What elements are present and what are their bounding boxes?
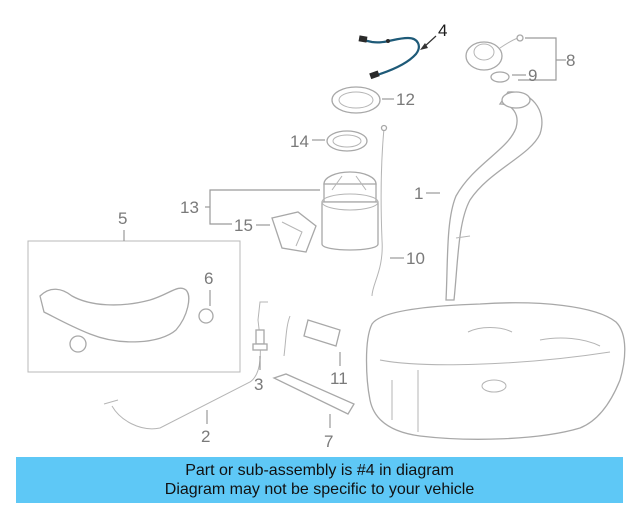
callout-15-label: 15: [234, 216, 253, 235]
part-10-vent-line[interactable]: [371, 124, 388, 297]
callout-2-label: 2: [201, 427, 210, 446]
callout-8: 8: [518, 37, 575, 81]
callout-8-label: 8: [566, 51, 575, 70]
parts-diagram: 4 8 9 12 14: [27, 21, 626, 451]
callout-7: 7: [324, 414, 333, 451]
part-1-filler-neck[interactable]: [445, 91, 543, 301]
callout-11: 11: [330, 352, 348, 388]
callout-2: 2: [201, 410, 210, 446]
callout-3-label: 3: [254, 375, 263, 394]
part-14-gasket[interactable]: [326, 130, 368, 152]
part-15-sender-bracket[interactable]: [271, 211, 317, 253]
callout-9: 9: [512, 66, 537, 85]
part-7-shield-plate[interactable]: [272, 373, 355, 415]
part-4-sensor-harness[interactable]: [358, 35, 420, 80]
callout-1: 1: [414, 184, 440, 203]
banner-line-1: Part or sub-assembly is #4 in diagram: [185, 462, 454, 479]
callout-10: 10: [390, 249, 425, 268]
callout-11-label: 11: [330, 369, 348, 388]
part-11-fuel-filter[interactable]: [283, 315, 341, 357]
callout-6: 6: [204, 269, 213, 306]
part-8-filler-cap[interactable]: [465, 34, 524, 71]
part-5-heat-shield[interactable]: [27, 240, 241, 373]
part-13-fuel-pump-module[interactable]: [321, 171, 379, 251]
callout-14-label: 14: [290, 132, 309, 151]
callout-13-label: 13: [180, 198, 199, 217]
part-9-seal-ring[interactable]: [490, 71, 510, 83]
callout-12-label: 12: [396, 90, 415, 109]
callout-13: 13: [180, 189, 320, 225]
callout-5-label: 5: [118, 209, 127, 228]
callout-9-label: 9: [528, 66, 537, 85]
callout-12: 12: [382, 90, 415, 109]
callout-7-label: 7: [324, 432, 333, 451]
info-banner: Part or sub-assembly is #4 in diagram Di…: [16, 457, 623, 503]
callout-4-label: 4: [438, 21, 447, 40]
callout-10-label: 10: [406, 249, 425, 268]
callout-14: 14: [290, 132, 325, 151]
banner-line-2: Diagram may not be specific to your vehi…: [164, 481, 475, 498]
callout-4: 4: [420, 21, 447, 50]
fuel-tank: [365, 302, 626, 440]
callout-5: 5: [118, 209, 127, 241]
part-3-bolt[interactable]: [252, 329, 268, 351]
part-12-lock-ring[interactable]: [331, 86, 381, 114]
callout-3: 3: [254, 356, 263, 394]
callout-1-label: 1: [414, 184, 423, 203]
callout-15: 15: [234, 216, 270, 235]
callout-6-label: 6: [204, 269, 213, 288]
